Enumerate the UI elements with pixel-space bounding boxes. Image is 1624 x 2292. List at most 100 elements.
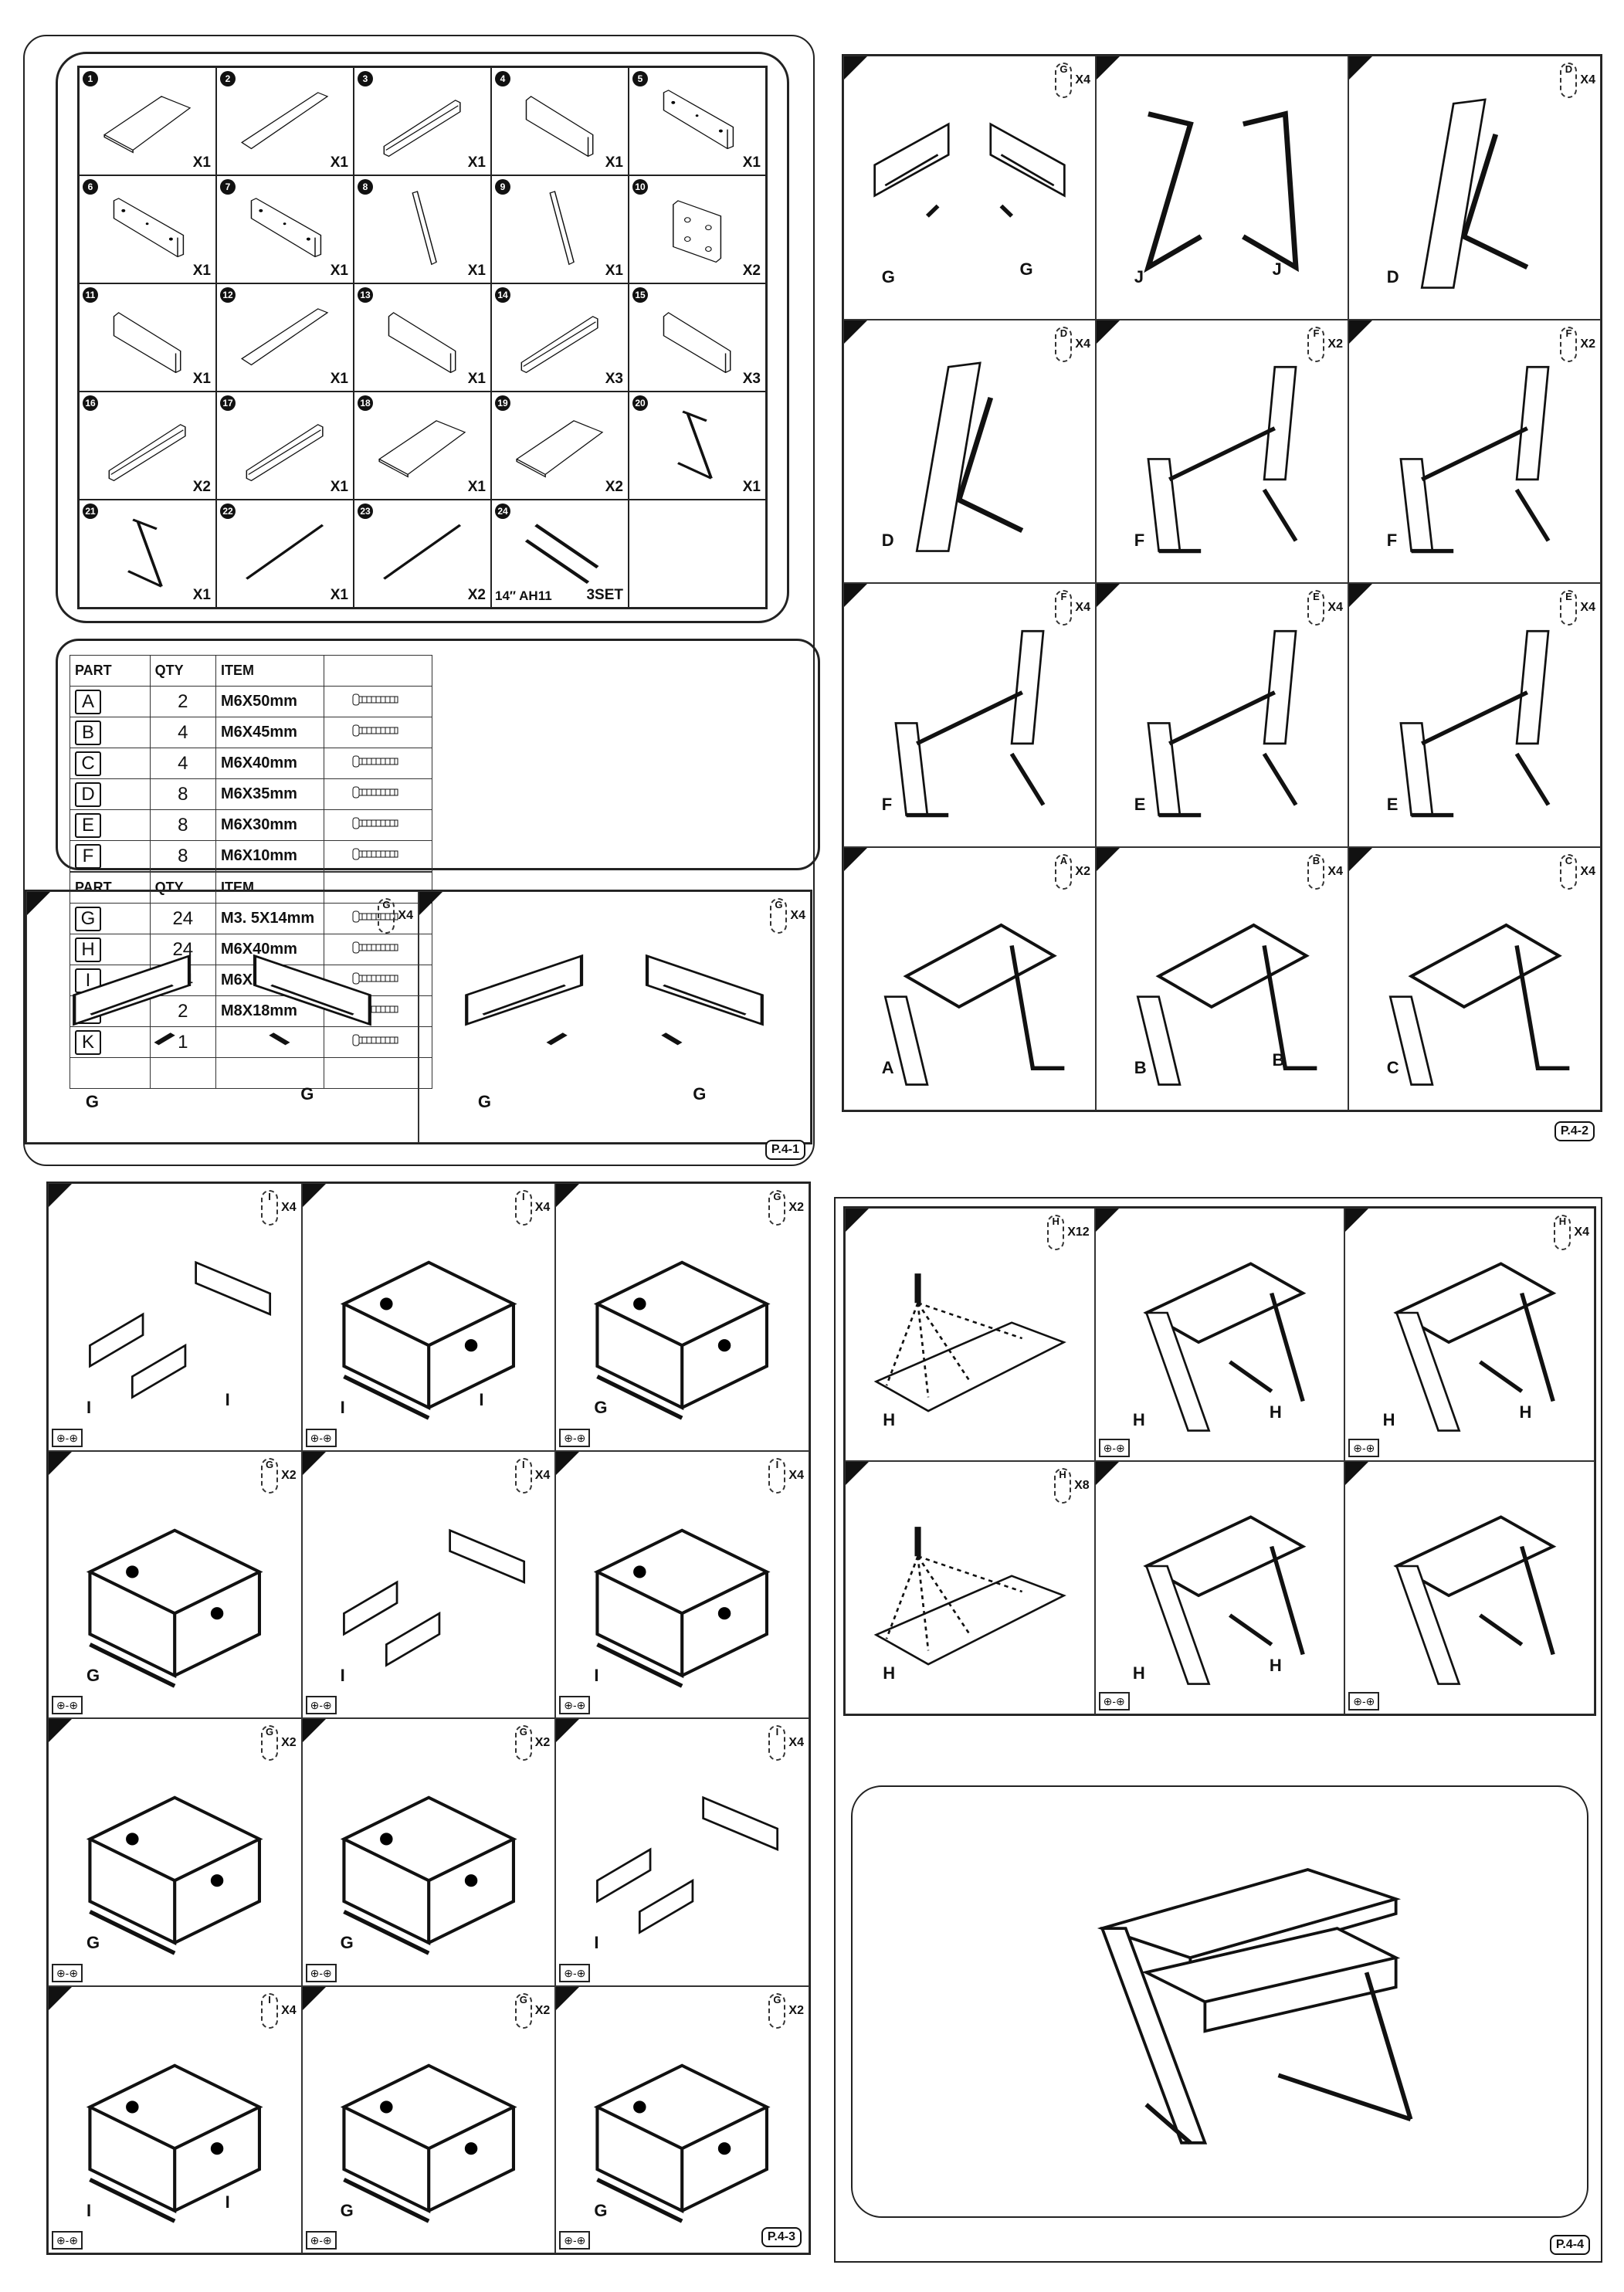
part-cell: D <box>70 778 151 810</box>
part-number: 18 <box>358 395 373 411</box>
hardware-quantity: X2 <box>1075 864 1090 878</box>
page-label: P.4-3 <box>761 2227 802 2247</box>
callout-label: G <box>1019 259 1033 279</box>
page-label: P.4-4 <box>1549 2235 1590 2255</box>
part-illustration <box>512 297 607 374</box>
hardware-letter: E <box>1560 590 1578 626</box>
screw-icon <box>324 840 432 872</box>
finished-desk-illustration <box>926 1809 1514 2195</box>
callout-label: J <box>1134 266 1144 286</box>
part-illustration <box>237 81 332 158</box>
callout-label: G <box>300 1084 314 1104</box>
hardware-quantity: X4 <box>534 1468 551 1482</box>
part-illustration <box>375 81 470 158</box>
assembly-illustration <box>69 1489 280 1697</box>
part-letter: H <box>75 937 101 962</box>
screwdriver-tool-icon: ⊕-⊕ <box>52 1428 83 1447</box>
part-cell: A <box>70 686 151 717</box>
callout-label: E <box>1134 794 1146 814</box>
assembly-illustration <box>58 927 386 1122</box>
step-corner-marker <box>302 1986 326 2010</box>
assembly-illustration <box>69 1221 280 1429</box>
hardware-letter: H <box>1047 1215 1065 1250</box>
hardware-letter: D <box>1560 63 1578 98</box>
step-corner-marker <box>556 1184 580 1207</box>
step-corner-marker <box>1345 1209 1369 1232</box>
part-illustration <box>649 405 744 482</box>
hardware-quantity: X2 <box>1327 337 1343 351</box>
part-illustration <box>100 297 195 374</box>
hardware-quantity: X4 <box>1075 337 1090 351</box>
part-quantity: X1 <box>192 587 211 603</box>
part-number: 13 <box>358 287 373 303</box>
part-cell: E <box>70 809 151 841</box>
assembly-illustration <box>323 1489 534 1697</box>
part-number: 22 <box>220 503 236 519</box>
hardware-letter: I <box>261 1190 279 1226</box>
hardware-letter: E <box>1307 590 1325 626</box>
step-corner-marker <box>846 1462 869 1485</box>
qty-cell: 4 <box>149 717 217 748</box>
step-corner-marker <box>1349 847 1372 871</box>
callout-label: H <box>1269 1402 1282 1422</box>
part-illustration <box>237 189 332 266</box>
part-quantity: X1 <box>330 154 348 171</box>
part-quantity: X1 <box>192 154 211 171</box>
item-cell: M6X30mm <box>215 809 324 841</box>
step-corner-marker <box>846 1209 869 1232</box>
assembly-illustration <box>1117 884 1327 1089</box>
callout-label: B <box>1134 1058 1147 1078</box>
part-cell: K <box>70 1026 151 1058</box>
hardware-quantity: X12 <box>1067 1226 1090 1239</box>
part-number: 8 <box>358 179 373 195</box>
hardware-letter: G <box>378 898 395 934</box>
assembly-illustration <box>1365 1244 1574 1440</box>
screwdriver-tool-icon: ⊕-⊕ <box>559 1428 591 1447</box>
part-illustration <box>237 514 332 590</box>
hardware-letter: H <box>1554 1215 1571 1250</box>
hardware-letter: I <box>261 1992 279 2029</box>
assembly-illustration <box>1117 621 1327 826</box>
part-illustration <box>237 405 332 482</box>
assembly-illustration <box>1117 93 1327 298</box>
part-number: 24 <box>495 503 510 519</box>
empty-cell <box>70 1057 151 1089</box>
hardware-letter: F <box>1307 326 1325 362</box>
step-corner-marker <box>49 1986 72 2010</box>
screwdriver-tool-icon: ⊕-⊕ <box>305 1428 337 1447</box>
item-cell <box>215 1026 324 1058</box>
assembly-illustration <box>323 1221 534 1429</box>
hardware-quantity: X4 <box>1327 601 1343 614</box>
hardware-quantity: X4 <box>1075 601 1090 614</box>
hardware-letter: H <box>1054 1468 1072 1504</box>
part-quantity: X1 <box>467 154 486 171</box>
qty-cell: 1 <box>149 1026 217 1058</box>
screwdriver-tool-icon: ⊕-⊕ <box>559 2231 591 2250</box>
step-corner-marker <box>1349 584 1372 607</box>
assembly-illustration <box>1365 1497 1574 1694</box>
item-cell: M6X40mm <box>215 748 324 779</box>
part-cell: F <box>70 840 151 872</box>
assembly-illustration <box>866 1497 1074 1694</box>
callout-label: I <box>86 2200 92 2220</box>
screwdriver-tool-icon: ⊕-⊕ <box>52 1696 83 1714</box>
part-quantity: X2 <box>192 479 211 495</box>
